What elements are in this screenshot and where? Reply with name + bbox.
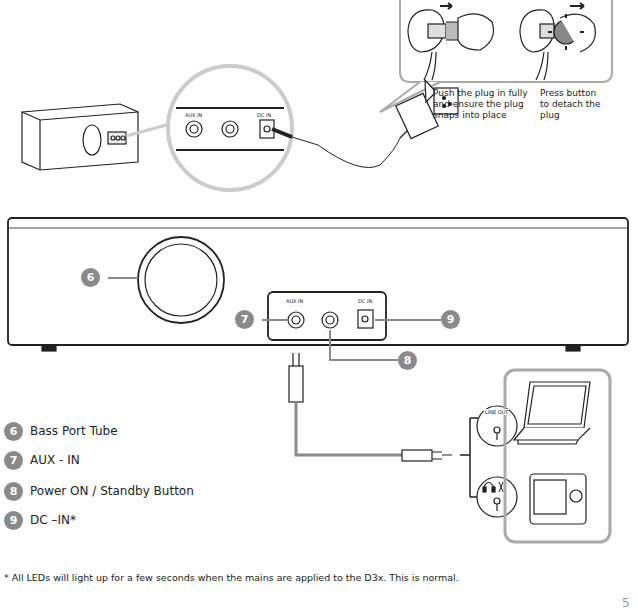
hint-text: Push the plug in fully and ensure the pl… [433, 88, 529, 120]
callout-number: 7 [235, 310, 254, 329]
port-label: LINE OUT [484, 409, 509, 415]
part-name: Power ON / Standby Button [30, 484, 194, 498]
page-number: 5 [622, 596, 630, 610]
jack-label: AUX IN [184, 112, 203, 118]
callout-number: 6 [4, 422, 23, 441]
callout-number: 9 [441, 310, 460, 329]
part-name: DC –IN* [30, 513, 76, 527]
callout-number: 9 [4, 511, 23, 530]
jack-label: DC IN [256, 112, 272, 118]
footnote: * All LEDs will light up for a few secon… [4, 572, 632, 583]
callout-number: 6 [81, 268, 100, 287]
callout-number: 8 [4, 482, 23, 501]
callout-number: 7 [4, 451, 23, 470]
hint-text: Press button to detach the plug [540, 88, 608, 120]
jack-label: AUX IN [285, 298, 304, 304]
part-name: Bass Port Tube [30, 424, 118, 438]
jack-label: DC IN [357, 298, 373, 304]
callout-number: 8 [398, 351, 417, 370]
part-name: AUX - IN [30, 453, 80, 467]
